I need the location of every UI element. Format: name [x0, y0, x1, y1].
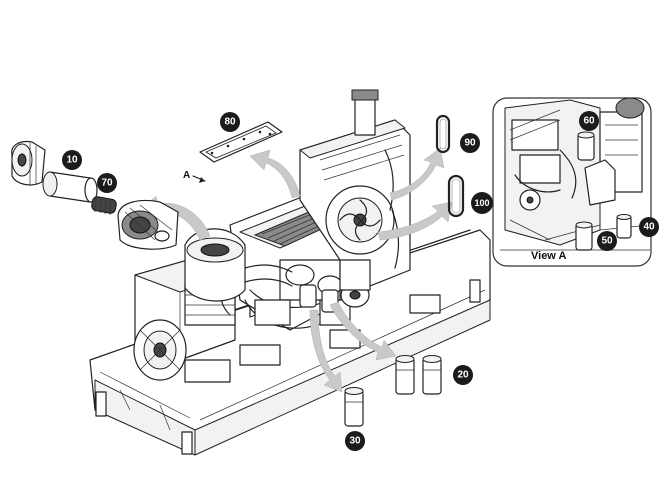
callout-90: 90 [460, 133, 480, 153]
inset-view-a: View A [492, 97, 652, 267]
callout-40: 40 [639, 217, 659, 237]
fuel-filters [395, 355, 442, 395]
inset-filter-40 [616, 214, 632, 239]
svg-text:70: 70 [101, 178, 113, 189]
view-a-marker: A [183, 170, 206, 183]
air-intake-hose [184, 228, 293, 302]
inset-filter-60 [577, 131, 595, 161]
svg-text:40: 40 [643, 222, 655, 233]
callout-10: 10 [62, 150, 82, 170]
svg-text:30: 30 [349, 436, 361, 447]
oil-filter [344, 387, 364, 427]
callout-70: 70 [97, 173, 117, 193]
fuel-filter-2 [422, 355, 442, 395]
drive-belt-90 [435, 114, 451, 154]
callout-20: 20 [453, 365, 473, 385]
callout-50: 50 [597, 231, 617, 251]
svg-text:80: 80 [224, 117, 236, 128]
svg-text:20: 20 [457, 370, 469, 381]
safety-filter-element [91, 196, 117, 216]
arrow-to-belt-100 [377, 201, 453, 241]
arrow-to-gasket [249, 149, 301, 199]
callout-60: 60 [579, 111, 599, 131]
air-filter-element [42, 171, 98, 203]
radiator-assembly [299, 89, 411, 291]
air-filter-cover [11, 140, 46, 186]
inset-filter-50 [575, 221, 593, 251]
svg-text:10: 10 [66, 155, 78, 166]
rocker-cover-gasket [199, 121, 283, 163]
svg-text:60: 60 [583, 116, 595, 127]
drive-belt-100 [447, 174, 465, 218]
svg-text:50: 50 [601, 236, 613, 247]
svg-text:100: 100 [474, 198, 489, 208]
air-cleaner-assembly [117, 199, 179, 250]
arrow-to-oil-filter [309, 309, 343, 393]
callout-100: 100 [471, 192, 493, 214]
arrow-to-fuel-filters [329, 301, 397, 361]
callout-30: 30 [345, 431, 365, 451]
view-marker-label: A [183, 170, 190, 181]
inset-engine-side [500, 97, 651, 251]
svg-text:90: 90 [464, 138, 476, 149]
arrow-to-belt-90 [389, 147, 445, 201]
fuel-filter-1 [395, 355, 415, 395]
inset-title: View A [531, 250, 567, 262]
callout-80: 80 [220, 112, 240, 132]
